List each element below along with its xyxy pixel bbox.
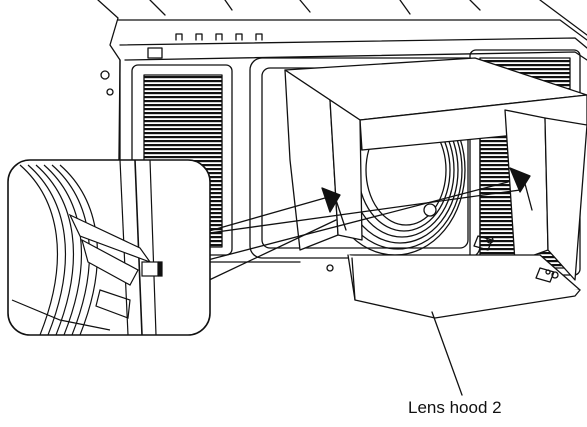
detail-inset [7,159,211,336]
callout-pointer-lines [194,181,521,283]
attachment-arrows [321,167,533,231]
lens-hood-assembly [284,57,587,319]
fasteners [326,235,559,283]
label-leader-line [431,311,463,396]
lens-hood-2-label: Lens hood 2 [408,398,502,417]
indicator-lamps [147,33,263,59]
